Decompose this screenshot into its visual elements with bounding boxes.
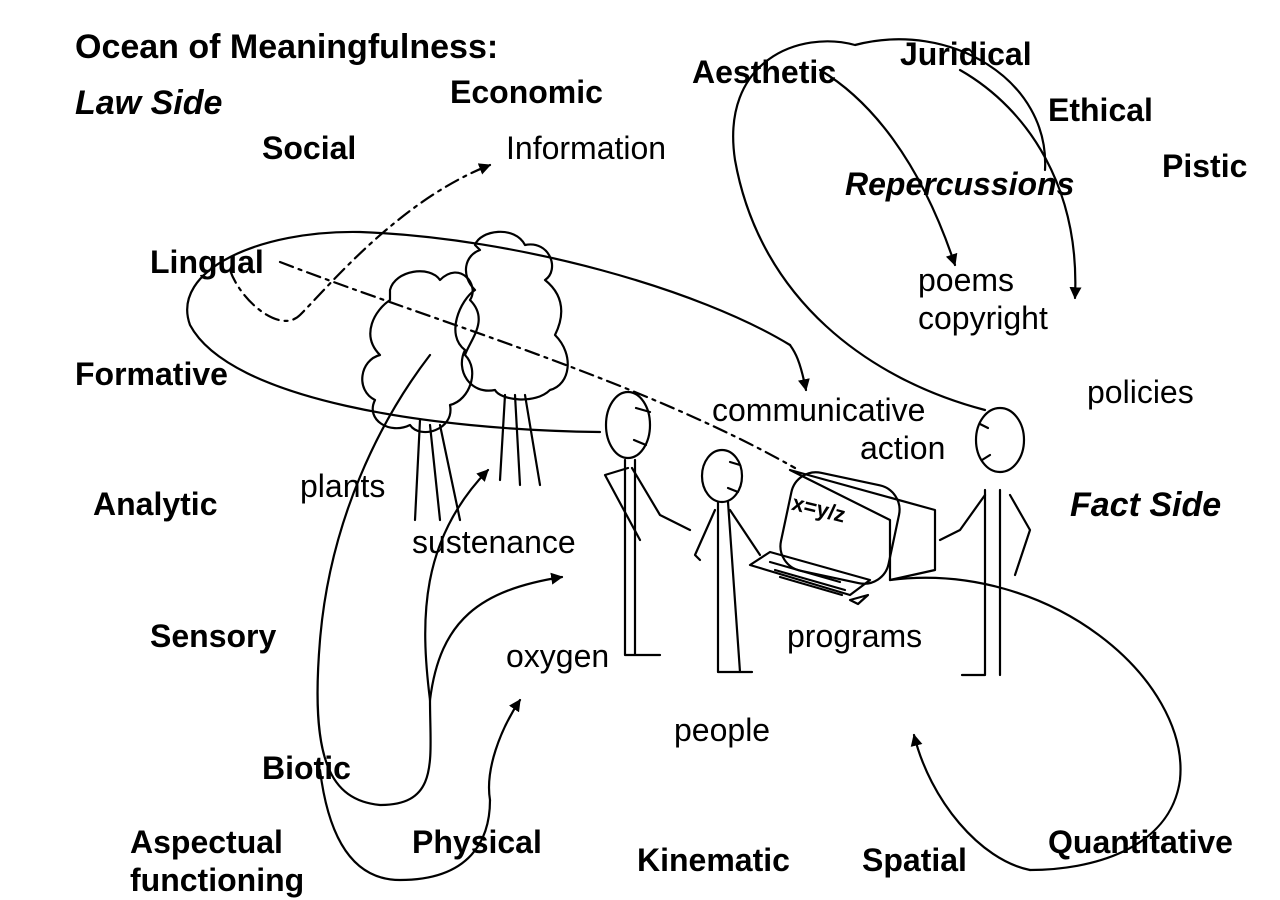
- entity-plants: plants: [300, 468, 386, 504]
- lingual-to-computer-dashline: [278, 260, 797, 470]
- aspect-ethical: Ethical: [1048, 92, 1153, 128]
- aspect-formative: Formative: [75, 356, 228, 392]
- entity-programs: programs: [787, 618, 923, 654]
- aspect-kinematic: Kinematic: [637, 842, 790, 878]
- fact-side-label: Fact Side: [1070, 486, 1222, 524]
- repercussions-label: Repercussions: [845, 166, 1075, 202]
- aspect-juridical: Juridical: [900, 36, 1032, 72]
- entity-poems: poems: [918, 262, 1015, 298]
- aspect-lingual: Lingual: [150, 244, 264, 280]
- entity-people: people: [674, 712, 771, 748]
- biotic-loop-curve: [316, 353, 432, 807]
- computer-icon: [748, 468, 937, 606]
- aspect-pistic: Pistic: [1162, 148, 1248, 184]
- biotic-to-sustenance-arrow: [424, 468, 490, 702]
- aspect-social: Social: [262, 130, 357, 166]
- quantitative-loop-curve: [888, 576, 1182, 872]
- entity-sustenance: sustenance: [412, 524, 576, 560]
- lingual-to-information-arrow: [228, 163, 492, 322]
- quantitative-to-programs-arrow: [910, 733, 1032, 872]
- aesthetic-to-poems-arrow: [818, 68, 958, 267]
- aspect-biotic: Biotic: [262, 750, 351, 786]
- plant-right-icon: [454, 230, 569, 487]
- physical-loop-curve: [318, 768, 492, 882]
- aspect-aesthetic: Aesthetic: [692, 54, 837, 90]
- entity-copyright: copyright: [918, 300, 1048, 336]
- aspect-spatial: Spatial: [862, 842, 967, 878]
- aspect-sensory: Sensory: [150, 618, 277, 654]
- diagram-title: Ocean of Meaningfulness:: [75, 28, 499, 66]
- physical-to-oxygen-arrow: [488, 698, 522, 802]
- aesthetic-loop-curve: [732, 38, 1047, 412]
- person-middle-icon: [693, 448, 762, 674]
- lingual-loop-curve: [186, 230, 792, 434]
- entity-policies: policies: [1087, 374, 1194, 410]
- law-side-label: Law Side: [75, 84, 223, 122]
- person-right-icon: [938, 406, 1032, 677]
- entity-information: Information: [506, 130, 667, 166]
- aspect-aspectual-line1: Aspectual: [130, 824, 283, 860]
- aspect-aspectual-line2: functioning: [130, 862, 305, 898]
- aspect-economic: Economic: [450, 74, 603, 110]
- entity-communicative-line1: communicative: [712, 392, 926, 428]
- entity-communicative-line2: action: [860, 430, 946, 466]
- entity-oxygen: oxygen: [506, 638, 610, 674]
- juridical-to-copyright-arrow: [958, 68, 1082, 300]
- aspect-quantitative: Quantitative: [1048, 824, 1233, 860]
- plant-left-icon: [361, 270, 480, 522]
- lingual-to-communicative-arrow: [788, 343, 810, 392]
- aspect-physical: Physical: [412, 824, 542, 860]
- aspect-analytic: Analytic: [93, 486, 218, 522]
- person-left-icon: [603, 390, 692, 657]
- biotic-to-oxygen-arrow: [428, 572, 564, 702]
